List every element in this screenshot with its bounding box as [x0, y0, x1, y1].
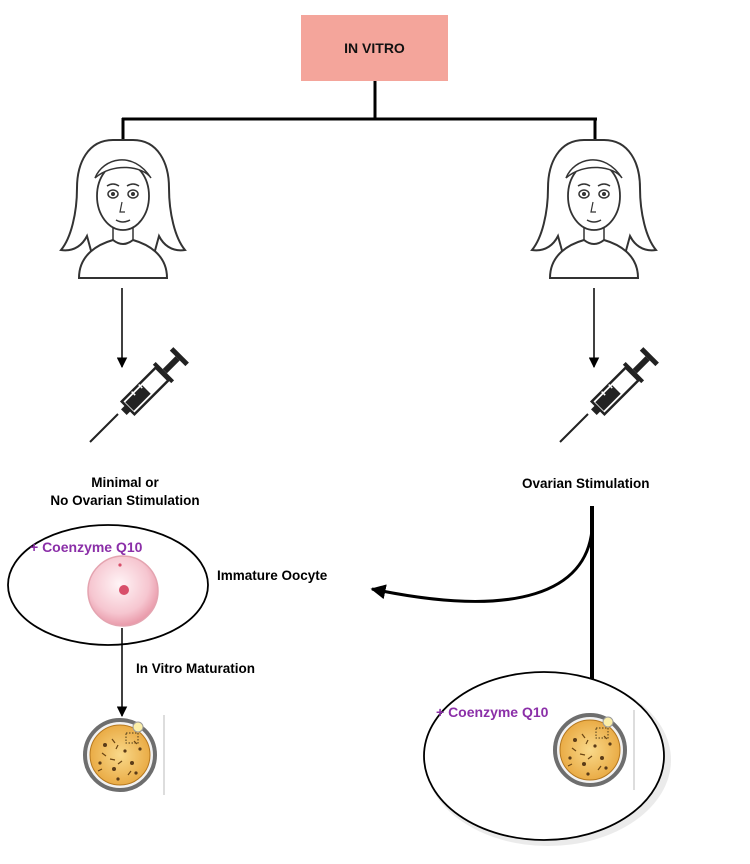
title-text: IN VITRO	[344, 40, 405, 56]
left-stimulation-label: Minimal or No Ovarian Stimulation	[40, 475, 210, 508]
left-stimulation-line1: Minimal or	[91, 475, 159, 490]
oocyte-polar-dot	[118, 563, 122, 567]
right-stimulation-label: Ovarian Stimulation	[522, 476, 650, 491]
syringe-icon	[558, 344, 662, 444]
arrow-immature-oocyte	[370, 529, 594, 603]
right-culture-ellipse	[423, 671, 665, 841]
in-vitro-maturation-label: In Vitro Maturation	[136, 661, 256, 676]
left-stimulation-line2: No Ovarian Stimulation	[50, 493, 200, 508]
woman-icon	[60, 139, 186, 279]
immature-oocyte-label: Immature Oocyte	[217, 568, 328, 583]
syringe-icon	[88, 344, 192, 444]
title-box: IN VITRO	[301, 15, 448, 81]
embryo-icon	[83, 713, 166, 797]
left-supplement-label: + Coenzyme Q10	[30, 539, 143, 555]
right-supplement-label: + Coenzyme Q10	[436, 704, 549, 720]
oocyte-nucleus	[119, 585, 129, 595]
woman-icon	[531, 139, 657, 279]
